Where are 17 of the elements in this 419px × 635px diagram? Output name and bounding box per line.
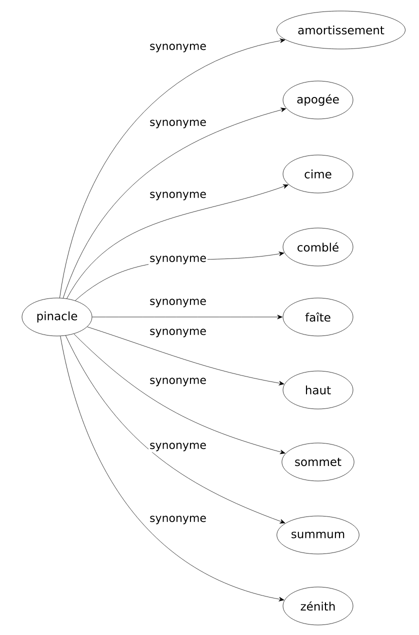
arrow: [62, 108, 286, 298]
edge-label: synonyme: [148, 514, 208, 526]
arrow: [65, 335, 286, 524]
edge-label: synonyme: [148, 376, 208, 388]
edge-label: synonyme: [148, 328, 208, 338]
arrow: [87, 326, 284, 386]
arrow: [92, 314, 282, 320]
edge-label: synonyme: [148, 298, 208, 308]
arrow: [60, 336, 284, 602]
edge-label: synonyme: [148, 42, 208, 54]
arrow: [74, 334, 286, 454]
edge-label: synonyme: [148, 442, 208, 452]
edge-label: synonyme: [148, 190, 208, 202]
arrow: [66, 184, 288, 299]
arrow: [59, 38, 286, 298]
edge-label: synonyme: [148, 118, 208, 130]
edge-label: synonyme: [148, 254, 208, 266]
